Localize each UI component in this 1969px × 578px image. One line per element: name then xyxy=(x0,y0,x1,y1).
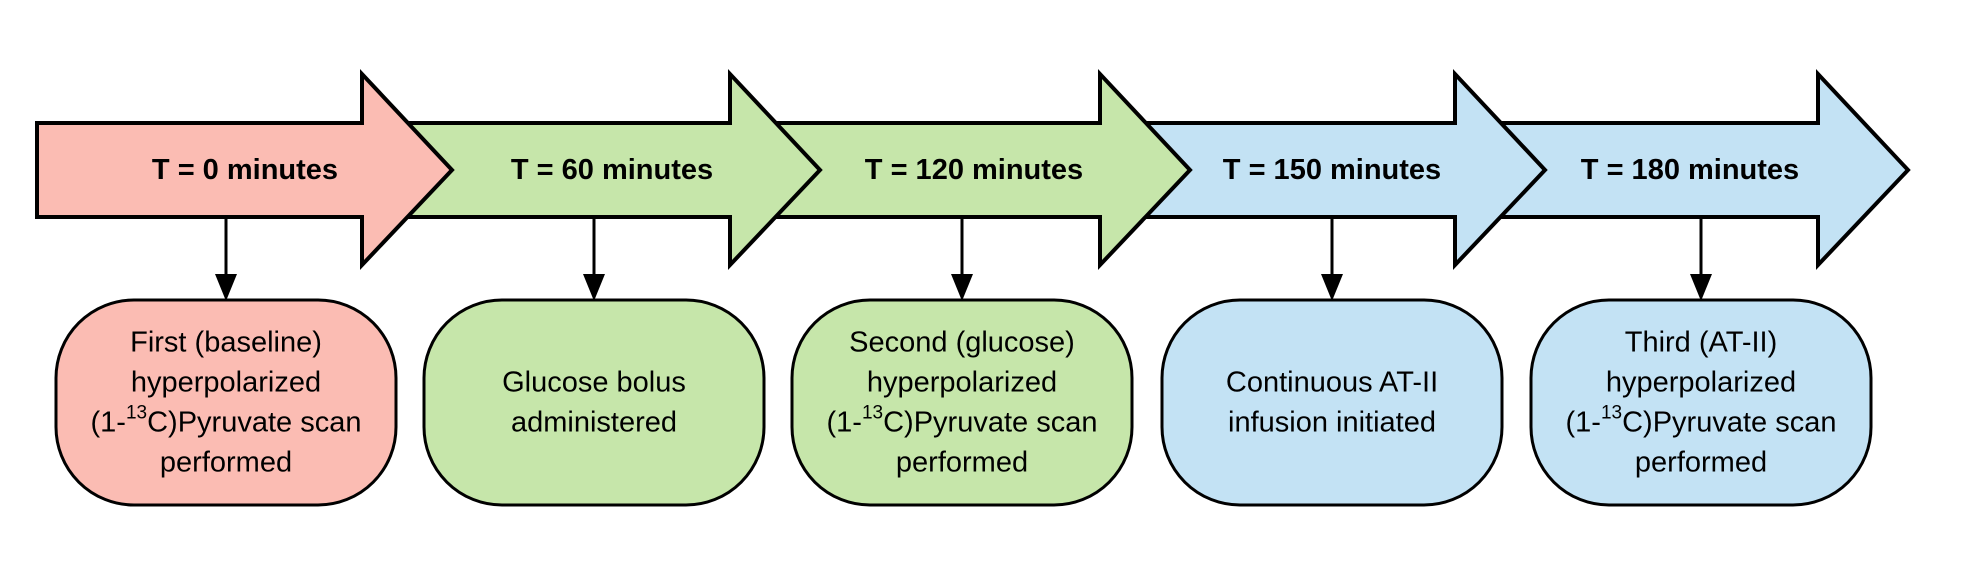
timeline-arrows xyxy=(35,68,1911,271)
timeline-arrow-2 xyxy=(403,68,823,271)
time-label-5: T = 180 minutes xyxy=(1581,154,1799,186)
event-box-line: (1-13C)Pyruvate scan xyxy=(827,402,1098,439)
event-box-line: administered xyxy=(511,407,677,439)
time-label-2: T = 60 minutes xyxy=(511,154,713,186)
event-box-line: hyperpolarized xyxy=(131,367,321,399)
timeline-arrow-3 xyxy=(773,68,1193,271)
timeline-labels: T = 0 minutes T = 60 minutes T = 120 minut… xyxy=(152,154,1799,186)
event-box-line: Glucose bolus xyxy=(502,367,686,399)
connector-arrow-1 xyxy=(215,217,237,301)
time-label-3: T = 120 minutes xyxy=(865,154,1083,186)
event-box-line: performed xyxy=(160,447,292,479)
timeline-arrow-1 xyxy=(35,68,455,271)
event-box-line: (1-13C)Pyruvate scan xyxy=(91,402,362,439)
event-box-shape xyxy=(422,298,766,507)
event-box-line: First (baseline) xyxy=(130,327,322,359)
event-box-1: First (baseline) hyperpolarized(1-13C)Pyr… xyxy=(54,298,398,507)
connectors xyxy=(215,217,1712,301)
event-box-line: Continuous AT-II xyxy=(1226,367,1438,399)
timeline-arrow-4 xyxy=(1138,68,1548,271)
event-box-4: Continuous AT-II infusion initiated xyxy=(1160,298,1504,507)
time-label-4: T = 150 minutes xyxy=(1223,154,1441,186)
connector-arrow-5 xyxy=(1690,217,1712,301)
event-boxes: First (baseline)hyperpolarized(1-13C)Pyr… xyxy=(54,298,1873,507)
connector-arrow-4 xyxy=(1321,217,1343,301)
event-box-line: hyperpolarized xyxy=(1606,367,1796,399)
event-box-shape xyxy=(790,298,1134,507)
event-box-3: Second (glucose) hyperpolarized(1-13C)Pyr… xyxy=(790,298,1134,507)
event-box-line: performed xyxy=(1635,447,1767,479)
connector-arrow-2 xyxy=(583,217,605,301)
event-box-line: performed xyxy=(896,447,1028,479)
event-box-line: infusion initiated xyxy=(1228,407,1436,439)
event-box-line: Second (glucose) xyxy=(849,327,1075,359)
event-box-5: Third (AT-II) hyperpolarized(1-13C)Pyruva… xyxy=(1529,298,1873,507)
event-box-2: Glucose bolus administered xyxy=(422,298,766,507)
event-box-shape xyxy=(54,298,398,507)
time-label-1: T = 0 minutes xyxy=(152,154,338,186)
event-box-line: (1-13C)Pyruvate scan xyxy=(1566,402,1837,439)
connector-arrow-3 xyxy=(951,217,973,301)
event-box-shape xyxy=(1529,298,1873,507)
event-box-line: Third (AT-II) xyxy=(1625,327,1778,359)
event-box-shape xyxy=(1160,298,1504,507)
timeline-arrow-5 xyxy=(1498,68,1911,271)
event-box-line: hyperpolarized xyxy=(867,367,1057,399)
